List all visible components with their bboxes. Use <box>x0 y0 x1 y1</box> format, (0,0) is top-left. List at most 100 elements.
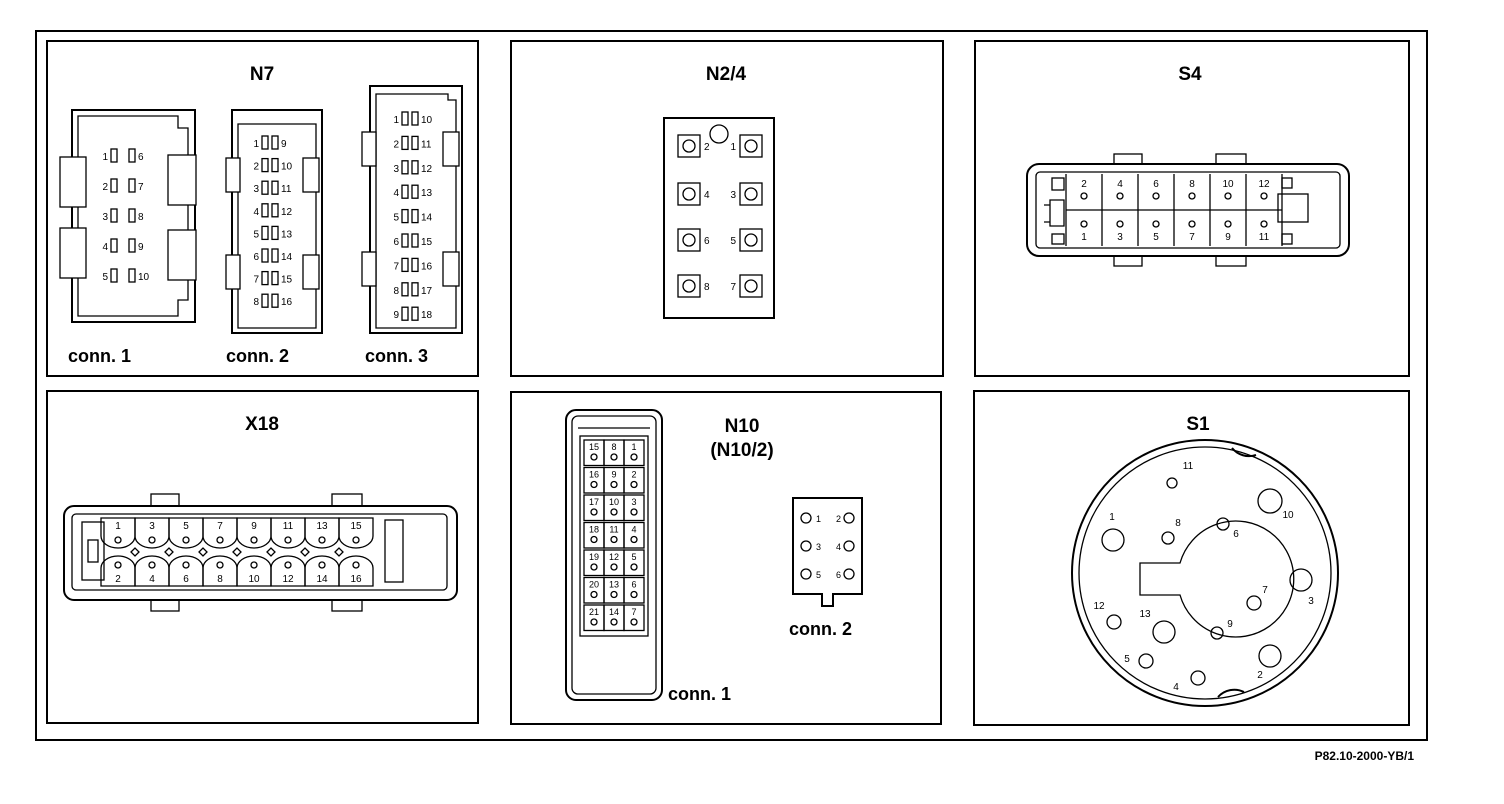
pin-label: 15 <box>281 275 293 286</box>
pin-label: 21 <box>589 607 599 617</box>
pin-label: 8 <box>1175 518 1181 529</box>
cell-outline <box>338 517 374 549</box>
pin-label: 5 <box>730 236 736 247</box>
pin-label: 6 <box>138 152 144 163</box>
pin-label: 9 <box>138 242 144 253</box>
pin-hole <box>318 536 326 544</box>
pin-slot <box>271 180 279 195</box>
pin-label: 12 <box>421 164 433 175</box>
pin-slot <box>401 257 409 273</box>
pin-label: 6 <box>393 237 399 248</box>
pin-hole <box>352 561 360 569</box>
pin-slot <box>261 270 269 286</box>
pin-label: 8 <box>611 442 616 452</box>
pin-label: 2 <box>1081 179 1087 190</box>
pin-slot <box>411 233 419 248</box>
pin-slot <box>261 248 269 263</box>
pin-label: 4 <box>704 190 710 201</box>
pin-label: 3 <box>393 164 399 175</box>
cell-outline <box>338 555 374 587</box>
pin-hole <box>800 568 812 580</box>
pin-label: 5 <box>102 272 108 283</box>
pin-label: 18 <box>589 525 599 535</box>
pin-label: 12 <box>609 552 619 562</box>
pin-hole <box>284 561 292 569</box>
pin-label: 16 <box>589 470 599 480</box>
pin-hole <box>318 561 326 569</box>
pin-hole <box>1106 614 1122 630</box>
n7-conn2-label: conn. 2 <box>226 346 289 366</box>
pin-label: 17 <box>421 286 433 297</box>
pin-slot <box>271 135 279 150</box>
terminal-box <box>739 134 763 158</box>
pin-label: 15 <box>421 237 433 248</box>
pin-label: 4 <box>836 542 841 552</box>
pin-label: 11 <box>421 139 432 150</box>
pin-label: 14 <box>421 213 433 224</box>
pin-hole <box>630 563 638 571</box>
pin-label: 1 <box>730 142 736 153</box>
pin-hole <box>1210 626 1224 640</box>
pin-hole <box>843 540 855 552</box>
pin-label: 10 <box>1222 179 1234 190</box>
pin-hole <box>1260 220 1268 228</box>
pin-slot <box>411 184 419 199</box>
pin-slot <box>110 148 118 163</box>
pin-hole <box>1101 528 1125 552</box>
pin-label: 12 <box>281 207 293 218</box>
terminal-box <box>739 228 763 252</box>
pin-label: 8 <box>1189 179 1195 190</box>
pin-hole <box>610 535 618 544</box>
pin-label: 4 <box>1173 682 1179 693</box>
pin-hole <box>1188 192 1196 200</box>
pin-label: 7 <box>393 261 399 272</box>
pin-hole <box>1224 220 1232 228</box>
pin-label: 9 <box>393 310 399 321</box>
panel-n2-4-border <box>510 40 944 377</box>
pin-slot <box>261 293 269 308</box>
terminal-box <box>677 134 701 158</box>
pin-slot <box>401 160 409 175</box>
pin-label: 7 <box>217 521 223 532</box>
pin-slot <box>411 257 419 273</box>
pin-label: 5 <box>183 521 189 532</box>
pin-slot <box>401 282 409 297</box>
pin-slot <box>401 208 409 224</box>
panel-n10-title: N10 <box>725 416 760 437</box>
cell-diamond <box>300 547 310 557</box>
pin-label: 14 <box>316 574 328 585</box>
pin-hole <box>800 512 812 524</box>
pin-label: 4 <box>631 525 636 535</box>
pin-label: 11 <box>283 521 294 532</box>
pin-label: 8 <box>704 282 710 293</box>
panel-s1-border <box>973 390 1410 726</box>
pin-cell <box>623 494 645 522</box>
pin-hole <box>1161 531 1175 545</box>
pin-slot <box>261 203 269 218</box>
pin-slot <box>411 111 419 126</box>
pin-slot <box>128 238 136 253</box>
pin-hole <box>1224 192 1232 200</box>
pin-hole <box>148 561 156 569</box>
pin-label: 7 <box>730 282 736 293</box>
pin-slot <box>411 135 419 151</box>
pin-slot <box>261 225 269 241</box>
pin-label: 3 <box>253 184 259 195</box>
pin-slot <box>128 178 136 193</box>
pin-hole <box>1257 488 1283 514</box>
pin-slot <box>401 135 409 151</box>
pin-hole <box>843 568 855 580</box>
pin-label: 10 <box>248 574 260 585</box>
terminal-hole <box>682 279 696 293</box>
pin-hole <box>1080 220 1088 228</box>
pin-slot <box>110 178 118 193</box>
pin-label: 13 <box>281 229 293 240</box>
cell-diamond <box>198 547 208 557</box>
